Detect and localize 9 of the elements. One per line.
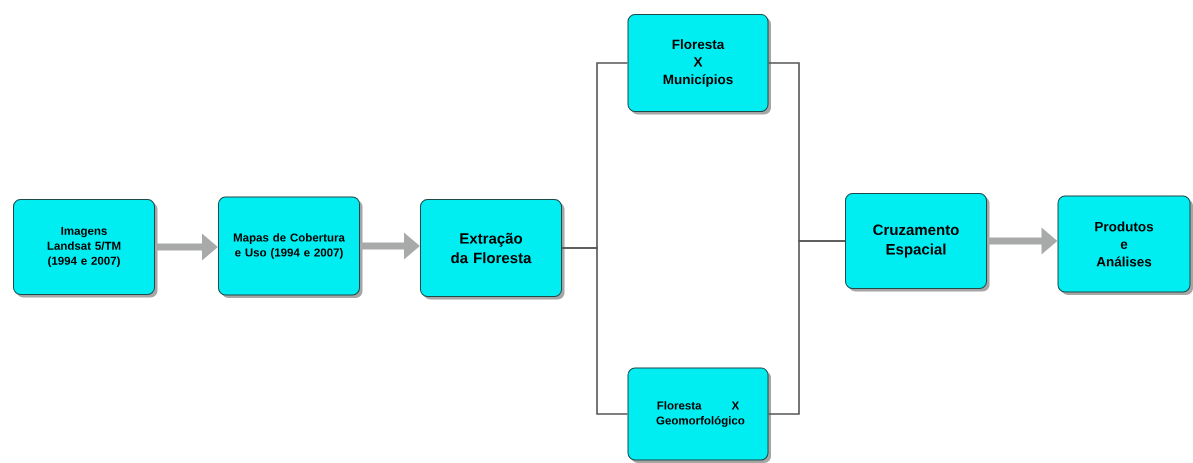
- process-box: Extração da Floresta: [420, 199, 565, 300]
- process-box: Produtos e Análises: [1057, 195, 1193, 295]
- process-box: Floresta X Municípios: [627, 14, 771, 115]
- process-box: Imagens Landsat 5/TM (1994 e 2007): [13, 199, 158, 298]
- connector-line: [767, 240, 846, 415]
- process-box: Floresta X Geomorfológico: [627, 367, 771, 463]
- process-box: Cruzamento Espacial: [845, 193, 990, 292]
- connector-line: [561, 247, 629, 415]
- process-box: Mapas de Cobertura e Uso (1994 e 2007): [218, 196, 363, 298]
